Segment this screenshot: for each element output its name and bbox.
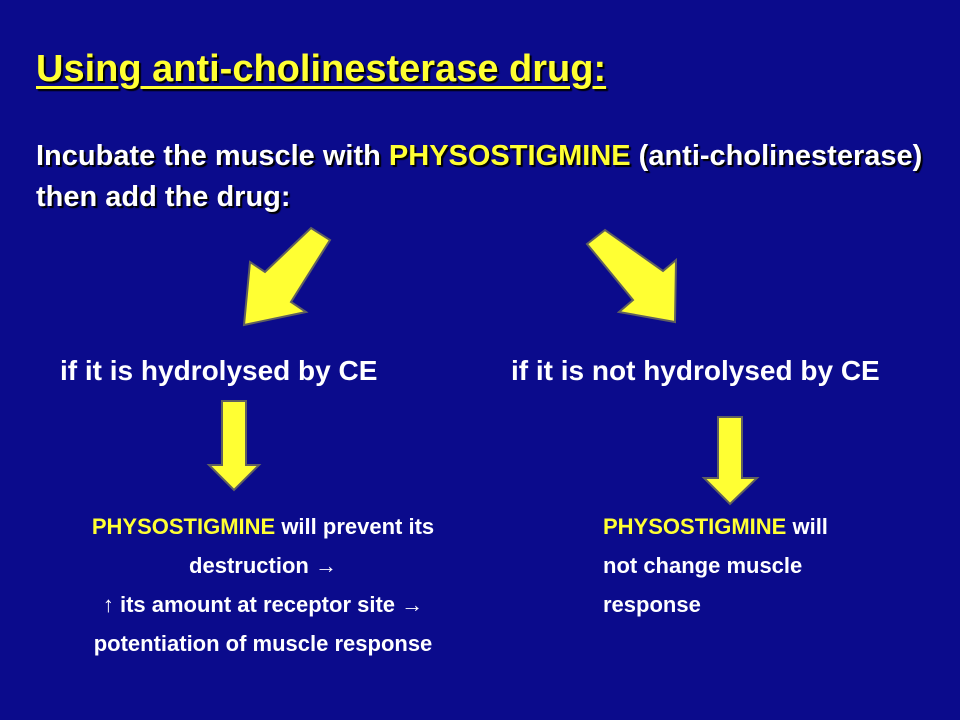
result-line: PHYSOSTIGMINE will [603,507,903,546]
result-line: not change muscle [603,553,803,578]
result-text: will [786,514,828,539]
intro-text: Incubate the muscle with PHYSOSTIGMINE (… [36,136,926,218]
arrow-down-icon [206,400,262,492]
intro-highlight: PHYSOSTIGMINE [388,140,631,172]
arrow-down-left-icon [242,226,332,327]
result-line: response [603,592,701,617]
condition-not-hydrolysed: if it is not hydrolysed by CE [511,355,880,386]
intro-before: Incubate the muscle with [36,140,389,172]
arrow-down-icon [701,416,760,506]
arrow-down-right-icon [585,228,678,324]
result-text: will prevent its [275,514,435,539]
condition-hydrolysed: if it is hydrolysed by CE [60,355,378,386]
result-not-hydrolysed: PHYSOSTIGMINE will not change muscle res… [603,507,903,624]
result-line: destruction → [189,553,337,578]
result-hydrolysed: PHYSOSTIGMINE will prevent its destructi… [34,507,492,663]
drug-name: PHYSOSTIGMINE [603,514,787,539]
result-line: ↑ its amount at receptor site → [102,592,424,617]
slide-title: Using anti-cholinesterase drug: [36,48,607,90]
result-line: potentiation of muscle response [93,631,433,656]
intro-after: (anti-cholinesterase) then add the drug: [36,140,923,213]
drug-name: PHYSOSTIGMINE [91,514,276,539]
result-line: PHYSOSTIGMINE will prevent its [34,507,492,546]
